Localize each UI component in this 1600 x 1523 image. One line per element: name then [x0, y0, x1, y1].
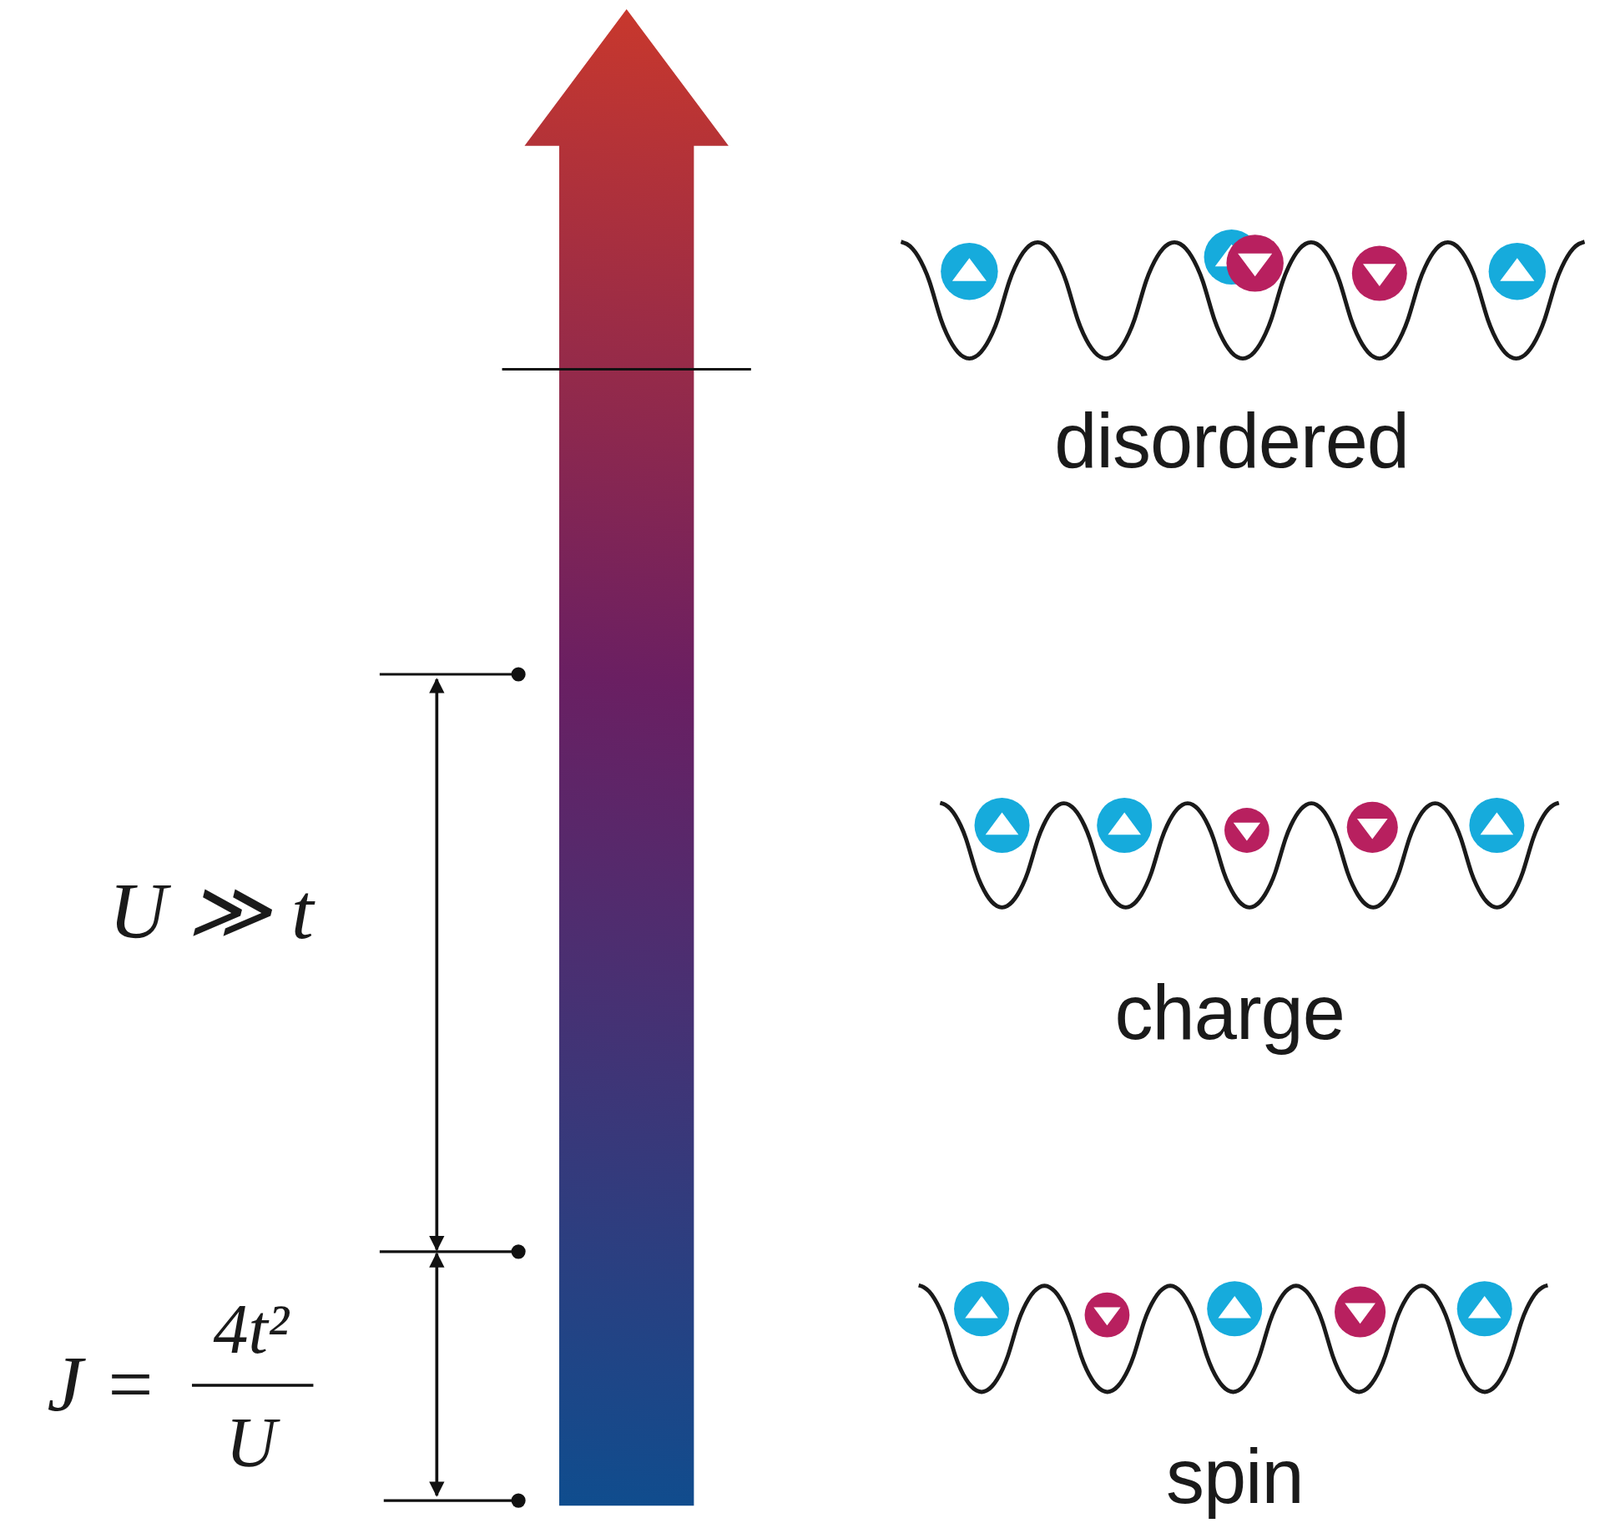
spin-triangle	[1344, 1303, 1376, 1325]
lattice-potential	[939, 802, 1559, 908]
range-arrow	[435, 1253, 440, 1496]
atom-disc	[1334, 1286, 1386, 1338]
atom	[974, 797, 1030, 853]
atom-disc	[1457, 1281, 1513, 1337]
atom-disc	[1347, 802, 1399, 853]
scale-tick	[379, 1250, 519, 1253]
scale-tick	[383, 1499, 519, 1503]
regime-label: charge	[1115, 974, 1345, 1051]
atom	[1334, 1286, 1386, 1338]
atom-disc	[1468, 797, 1525, 853]
regime-label: disordered	[1054, 402, 1409, 480]
atom	[1096, 797, 1152, 853]
atom	[1488, 242, 1546, 300]
atom-disc	[1488, 242, 1546, 300]
regime-label: spin	[1165, 1438, 1304, 1515]
lattice-group	[901, 229, 1585, 1393]
lattice-potential	[918, 1285, 1549, 1393]
spin-triangle	[1480, 812, 1515, 836]
transition-line	[502, 368, 752, 371]
atom-disc	[940, 242, 998, 300]
tick-dot	[511, 1494, 526, 1509]
tick-dot	[511, 1244, 526, 1259]
atom	[1206, 1281, 1262, 1337]
atom	[1457, 1281, 1513, 1337]
spin-triangle	[964, 1296, 999, 1319]
fraction-denominator: U	[225, 1408, 277, 1479]
atom-disc	[1085, 1292, 1131, 1338]
fraction-bar	[191, 1383, 313, 1388]
scale-tick	[379, 672, 519, 676]
atom	[1226, 234, 1283, 292]
atom	[1352, 246, 1408, 302]
spin-triangle	[952, 257, 987, 282]
spin-triangle	[1093, 1307, 1121, 1326]
spin-triangle	[1237, 253, 1272, 278]
spin-triangle	[1499, 257, 1535, 282]
atom-disc	[1226, 234, 1283, 292]
temperature-arrow	[524, 9, 728, 1506]
scale-ticks	[379, 674, 519, 1501]
spin-triangle	[1468, 1296, 1502, 1319]
fraction-numerator: 4t²	[212, 1294, 289, 1365]
spin-triangle	[1233, 822, 1261, 842]
atom	[940, 242, 998, 300]
atom-disc	[1096, 797, 1152, 853]
spin-triangle	[1362, 263, 1397, 287]
atom-disc	[1206, 1281, 1262, 1337]
range-arrow	[435, 679, 440, 1250]
atom	[1347, 802, 1399, 853]
exchange-label: J =	[47, 1344, 157, 1425]
scale-dots	[511, 666, 526, 1508]
atom-disc	[953, 1281, 1010, 1337]
spin-triangle	[1217, 1296, 1252, 1319]
atom	[953, 1281, 1010, 1337]
spin-triangle	[1357, 818, 1389, 840]
energy-scale-label: U ≫ t	[109, 871, 314, 952]
atom	[1468, 797, 1525, 853]
atom-disc	[974, 797, 1030, 853]
atom	[1224, 807, 1270, 853]
spin-triangle	[1107, 812, 1141, 836]
atom-disc	[1352, 246, 1408, 302]
spin-triangle	[985, 812, 1020, 836]
tick-dot	[511, 666, 526, 682]
lattice-potential	[901, 242, 1585, 359]
atom-disc	[1224, 807, 1270, 853]
atom	[1085, 1292, 1131, 1338]
